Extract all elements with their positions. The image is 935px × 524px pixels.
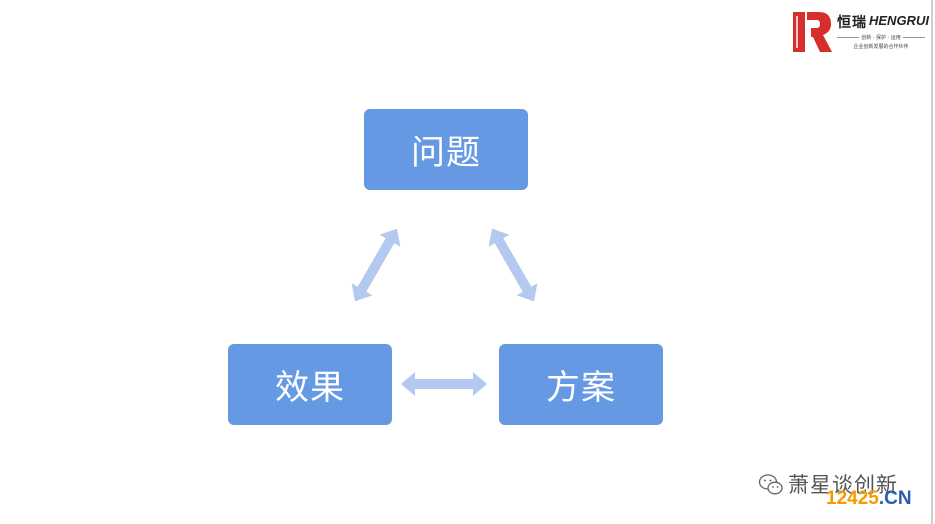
double-arrow-icon bbox=[351, 228, 401, 302]
node-effect: 效果 bbox=[228, 344, 392, 425]
double-arrow-icon bbox=[401, 372, 487, 396]
logo-name-en: HENGRUI bbox=[869, 13, 929, 28]
wechat-icon bbox=[758, 474, 783, 495]
node-problem: 问题 bbox=[364, 109, 528, 190]
hengrui-logo: 恒瑞 HENGRUI 创新 · 保护 · 运用 企业创新发展的合作伙伴 bbox=[791, 10, 929, 56]
watermark-site-domain: .CN bbox=[878, 488, 912, 509]
watermark-site-number: 12425 bbox=[826, 488, 879, 509]
logo-slogan: 创新 · 保护 · 运用 bbox=[859, 35, 903, 41]
watermark-site: 12425.CN bbox=[826, 488, 912, 510]
watermark-account: 萧星谈创新 bbox=[788, 473, 898, 497]
node-solution: 方案 bbox=[499, 344, 663, 425]
logo-tagline: 企业创新发展的合作伙伴 bbox=[853, 44, 909, 50]
logo-name-cn: 恒瑞 bbox=[837, 15, 867, 31]
hengrui-r-logo-icon bbox=[793, 12, 832, 52]
double-arrow-icon bbox=[488, 228, 538, 302]
